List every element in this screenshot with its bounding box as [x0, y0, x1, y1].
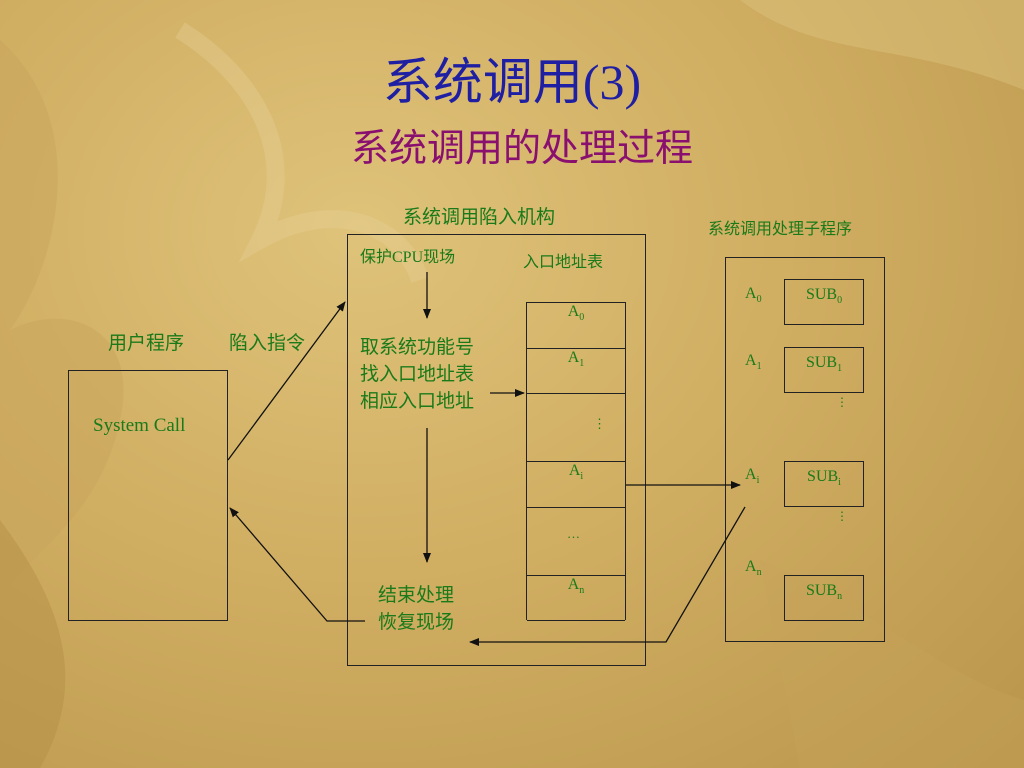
step-end-processing: 结束处理 [378, 585, 455, 606]
page-title: 系统调用(3) [382, 54, 642, 110]
step-entry-address: 相应入口地址 [360, 391, 475, 412]
user-program-label: 用户程序 [108, 333, 185, 354]
entry-a1: A1 [567, 349, 585, 370]
sub-addr-ai: Ai [745, 466, 760, 487]
entry-an: An [567, 576, 585, 597]
subroutine-sub1: SUB1 [784, 347, 864, 393]
sub-dots-2: ⋮ [836, 509, 848, 523]
subroutine-subn: SUBn [784, 575, 864, 621]
sub-addr-a1: A1 [745, 352, 762, 373]
subi-label: SUBi [807, 468, 841, 489]
arrow-return-from-sub [469, 506, 746, 646]
sub-addr-an: An [745, 558, 762, 579]
subroutines-label: 系统调用处理子程序 [708, 221, 853, 238]
sub-addr-a0: A0 [745, 285, 762, 306]
table-row: Ai [527, 462, 625, 508]
save-cpu-label: 保护CPU现场 [360, 249, 456, 266]
step-find-entry-table: 找入口地址表 [360, 364, 475, 385]
table-row: An [527, 576, 625, 621]
table-row: A0 [527, 303, 625, 349]
step-get-function-number: 取系统功能号 [360, 337, 475, 358]
trap-mechanism-box: 保护CPU现场 入口地址表 取系统功能号 找入口地址表 相应入口地址 结束处理 … [347, 234, 646, 666]
entry-address-table: A0 A1 ⋮ Ai … An [526, 302, 626, 621]
table-row: ⋮ [527, 394, 625, 462]
ellipsis-vertical: ⋮ [593, 416, 606, 431]
subroutines-box [725, 257, 885, 642]
subroutine-subi: SUBi [784, 461, 864, 507]
entry-a0: A0 [567, 303, 585, 324]
ellipsis-horizontal: … [567, 526, 580, 541]
page-subtitle: 系统调用的处理过程 [350, 128, 693, 170]
subn-label: SUBn [805, 582, 843, 603]
sub-dots-1: ⋮ [836, 395, 848, 409]
sub0-label: SUB0 [805, 286, 843, 307]
entry-table-label: 入口地址表 [523, 254, 604, 271]
step-restore-context: 恢复现场 [378, 612, 455, 633]
trap-mechanism-label: 系统调用陷入机构 [403, 207, 556, 228]
arrow-return-to-user [229, 507, 365, 622]
entry-ai: Ai [568, 462, 584, 483]
table-row: … [527, 508, 625, 576]
arrow-trap-in [227, 301, 346, 461]
subroutine-sub0: SUB0 [784, 279, 864, 325]
trap-instruction-label: 陷入指令 [229, 333, 306, 354]
system-call-label: System Call [93, 415, 186, 436]
table-row: A1 [527, 349, 625, 394]
user-program-box: System Call [68, 370, 228, 621]
sub1-label: SUB1 [805, 354, 843, 375]
